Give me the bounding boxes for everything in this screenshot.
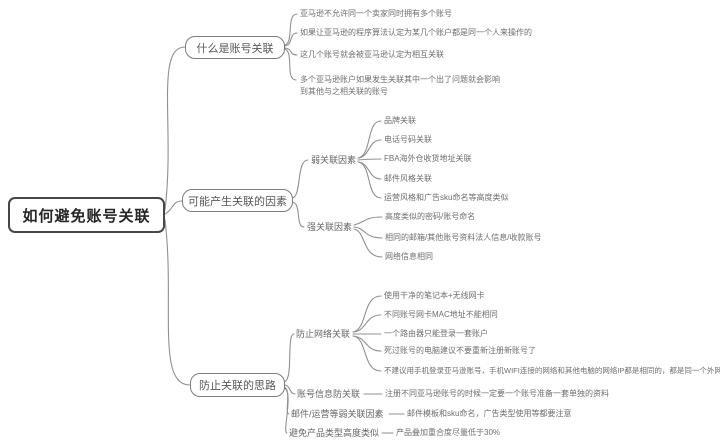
connectors bbox=[164, 13, 405, 434]
leaf-deemed-associated[interactable]: 这几个账号就会被亚马逊认定为相互关联 bbox=[300, 50, 444, 59]
root-node[interactable]: 如何避免账号关联 bbox=[8, 197, 165, 233]
leaf-product-overlap-below-30[interactable]: 产品叠加重合度尽量低于30% bbox=[396, 428, 501, 437]
leaf-association-impact[interactable]: 多个亚马逊账户如果发生关联其中一个出了问题就会影响到其他与之相关联的账号 bbox=[300, 75, 500, 96]
leaf-no-mobile-login[interactable]: 不建议用手机登录亚马逊账号，手机WIFI连接的网络和其他电脑的网络IP都是相同的… bbox=[384, 366, 720, 375]
leaf-email-template-sku-ads[interactable]: 邮件模板和sku命名，广告类型使用等都要注意 bbox=[407, 409, 572, 418]
subnode-email-operation-factors[interactable]: 邮件/运营等弱关联因素 bbox=[291, 409, 384, 419]
leaf-same-network-info[interactable]: 网络信息相同 bbox=[385, 252, 433, 261]
leaf-different-mac-address[interactable]: 不同账号网卡MAC地址不能相同 bbox=[384, 310, 498, 319]
leaf-operation-style-similarity[interactable]: 运营风格和广告sku命名等高度类似 bbox=[384, 193, 509, 202]
leaf-no-multiple-accounts[interactable]: 亚马逊不允许同一个卖家同时拥有多个账号 bbox=[300, 9, 452, 18]
leaf-dead-account-computer[interactable]: 死过账号的电脑建议不要重新注册新账号了 bbox=[384, 346, 536, 355]
leaf-similar-password-naming[interactable]: 高度类似的密码/账号命名 bbox=[385, 212, 476, 221]
leaf-phone-association[interactable]: 电话号码关联 bbox=[384, 135, 432, 144]
subnode-strong-factors[interactable]: 强关联因素 bbox=[307, 222, 353, 232]
branch-node-prevention-ideas[interactable]: 防止关联的思路 bbox=[190, 373, 285, 397]
subnode-account-info-prevention[interactable]: 账号信息防关联 bbox=[297, 389, 361, 399]
leaf-one-router-one-account[interactable]: 一个路由器只能登录一套账户 bbox=[384, 329, 488, 338]
leaf-email-style-association[interactable]: 邮件风格关联 bbox=[384, 174, 432, 183]
subnode-weak-factors[interactable]: 弱关联因素 bbox=[311, 155, 357, 165]
leaf-separate-registration-materials[interactable]: 注册不同亚马逊账号的时候一定要一个账号准备一套单独的资料 bbox=[385, 389, 609, 398]
leaf-fba-address-association[interactable]: FBA海外仓收货地址关联 bbox=[384, 154, 472, 163]
subnode-avoid-similar-products[interactable]: 避免产品类型高度类似 bbox=[289, 428, 380, 438]
subnode-prevent-network[interactable]: 防止网络关联 bbox=[296, 329, 351, 339]
branch-node-association-factors[interactable]: 可能产生关联的因素 bbox=[182, 189, 293, 212]
leaf-algorithm-judgement[interactable]: 如果让亚马逊的程序算法认定为某几个账户都是同一个人来操作的 bbox=[300, 28, 532, 37]
leaf-brand-association[interactable]: 品牌关联 bbox=[384, 116, 416, 125]
leaf-same-email-legal-payment[interactable]: 相同的邮箱/其他账号资料法人信息/收款账号 bbox=[385, 233, 542, 242]
branch-node-what-is-association[interactable]: 什么是账号关联 bbox=[185, 36, 285, 59]
leaf-clean-laptop-wireless-card[interactable]: 使用干净的笔记本+无线网卡 bbox=[384, 291, 485, 300]
